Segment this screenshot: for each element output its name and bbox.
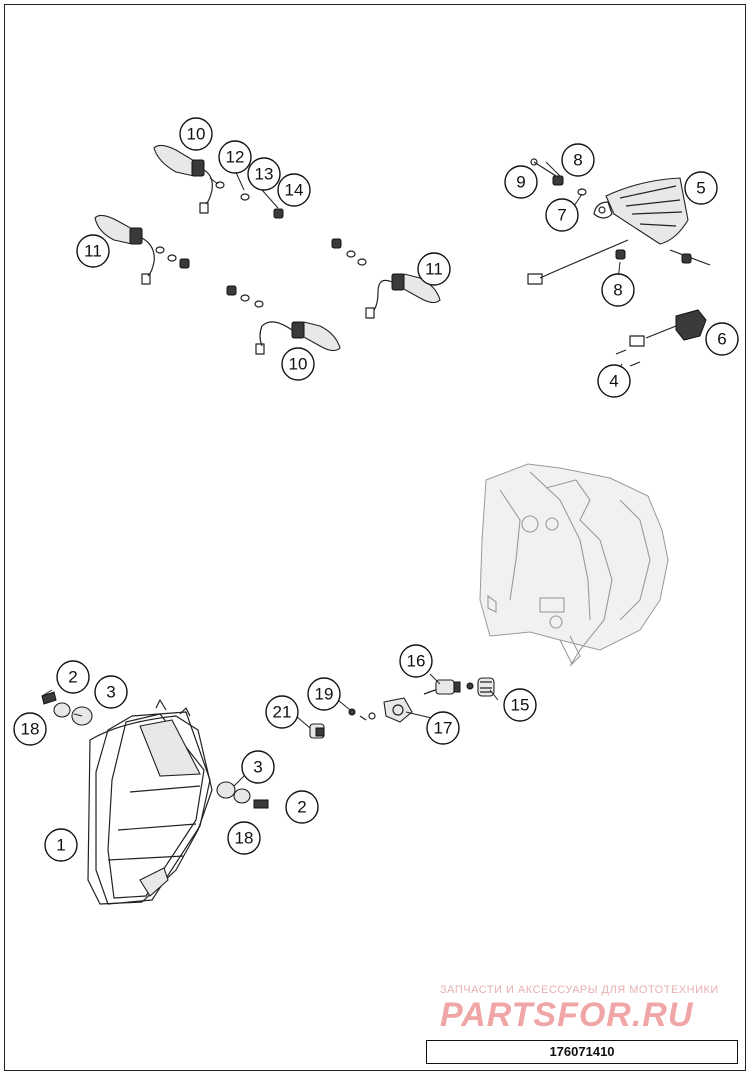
turn-indicator-rear-left[interactable] (94, 214, 155, 285)
callout-18[interactable]: 18 (227, 821, 261, 855)
callout-3[interactable]: 3 (94, 675, 128, 709)
svg-text:21: 21 (273, 703, 292, 722)
callout-21[interactable]: 21 (265, 695, 299, 729)
svg-text:10: 10 (187, 125, 206, 144)
svg-text:3: 3 (106, 683, 115, 702)
svg-text:15: 15 (511, 696, 530, 715)
callout-5[interactable]: 5 (684, 171, 718, 205)
svg-text:7: 7 (557, 206, 566, 225)
bulb-socket-16[interactable] (423, 679, 461, 695)
callout-19[interactable]: 19 (307, 677, 341, 711)
callout-10[interactable]: 10 (179, 117, 213, 151)
callouts: 1 2 2 3 3 4 5 6 7 8 8 9 10 10 11 11 12 1… (13, 117, 739, 862)
parking-bulb-21[interactable] (309, 723, 325, 739)
callout-4[interactable]: 4 (597, 364, 631, 398)
callout-12[interactable]: 12 (218, 140, 252, 174)
callout-14[interactable]: 14 (277, 173, 311, 207)
svg-text:3: 3 (253, 758, 262, 777)
turn-indicator-front-right[interactable] (255, 321, 341, 355)
indicator-hardware (155, 181, 367, 308)
svg-text:14: 14 (285, 181, 304, 200)
svg-text:6: 6 (717, 330, 726, 349)
callout-15[interactable]: 15 (503, 688, 537, 722)
tail-light-hardware (530, 158, 711, 266)
diagram-frame (4, 4, 746, 1071)
turn-indicator-rear-right[interactable] (365, 273, 441, 319)
svg-text:18: 18 (21, 720, 40, 739)
callout-10[interactable]: 10 (281, 347, 315, 381)
watermark-brand: PARTSFOR.RU (440, 996, 694, 1034)
headlight-main[interactable] (87, 699, 213, 905)
tail-light-assembly[interactable] (527, 177, 689, 285)
svg-text:17: 17 (434, 719, 453, 738)
turn-indicator-front-left[interactable] (153, 144, 213, 214)
svg-text:19: 19 (315, 685, 334, 704)
callout-7[interactable]: 7 (545, 198, 579, 232)
bulb-cover-15[interactable] (466, 677, 495, 697)
watermark-subtitle: ЗАПЧАСТИ И АКСЕССУАРЫ ДЛЯ МОТОТЕХНИКИ (440, 984, 719, 996)
svg-text:1: 1 (56, 836, 65, 855)
callout-6[interactable]: 6 (705, 322, 739, 356)
svg-text:12: 12 (226, 148, 245, 167)
callout-11[interactable]: 11 (76, 234, 110, 268)
svg-text:10: 10 (289, 355, 308, 374)
callout-18[interactable]: 18 (13, 712, 47, 746)
callout-1[interactable]: 1 (44, 828, 78, 862)
callout-8[interactable]: 8 (601, 273, 635, 307)
bulb-holder-17[interactable] (368, 697, 413, 723)
svg-text:13: 13 (255, 165, 274, 184)
callout-9[interactable]: 9 (504, 165, 538, 199)
headlight-bracket (479, 463, 669, 667)
svg-text:2: 2 (297, 798, 306, 817)
svg-text:8: 8 (573, 151, 582, 170)
svg-text:9: 9 (516, 173, 525, 192)
svg-text:2: 2 (68, 668, 77, 687)
callout-17[interactable]: 17 (426, 711, 460, 745)
callout-3[interactable]: 3 (241, 750, 275, 784)
svg-text:18: 18 (235, 829, 254, 848)
bulb-19[interactable] (348, 708, 367, 721)
document-number: 176071410 (426, 1040, 738, 1064)
callout-2[interactable]: 2 (56, 660, 90, 694)
license-plate-light[interactable] (615, 309, 707, 367)
callout-8[interactable]: 8 (561, 143, 595, 177)
svg-text:11: 11 (84, 242, 102, 261)
callout-16[interactable]: 16 (399, 644, 433, 678)
callout-13[interactable]: 13 (247, 157, 281, 191)
svg-text:11: 11 (425, 260, 443, 279)
svg-text:4: 4 (609, 372, 618, 391)
svg-text:16: 16 (407, 652, 426, 671)
callout-11[interactable]: 11 (417, 252, 451, 286)
callout-2[interactable]: 2 (285, 790, 319, 824)
svg-text:8: 8 (613, 281, 622, 300)
svg-text:5: 5 (696, 179, 705, 198)
